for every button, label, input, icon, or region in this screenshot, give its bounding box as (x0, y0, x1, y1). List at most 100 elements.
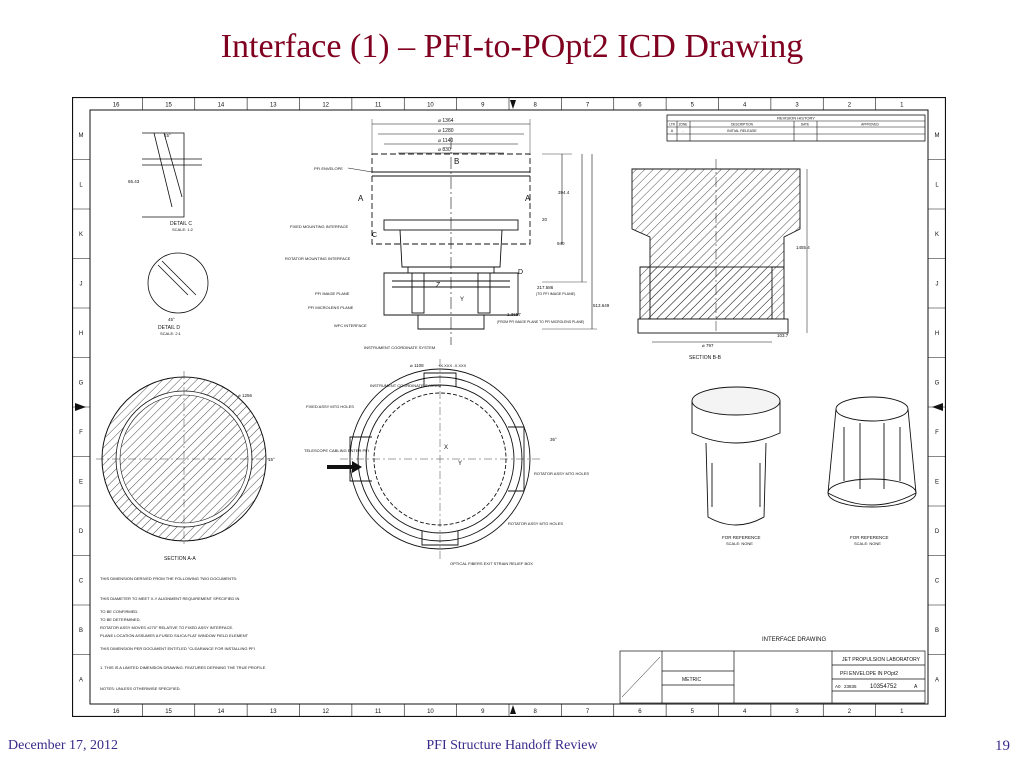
label-rotator-assy-holes-1: ROTATOR ASSY MTG HOLES (534, 471, 589, 476)
rev-header-date: DATE (801, 123, 809, 127)
dim-513: 513.649 (593, 303, 610, 308)
zone-col-top-8: 8 (534, 103, 538, 109)
zone-col-top-9: 9 (481, 103, 485, 109)
section-aa-diameter: ⌀ 1256 (238, 393, 252, 398)
zone-row-left-F: F (79, 430, 83, 436)
label-fixed-assy-holes: FIXED ASSY MTG HOLES (306, 404, 354, 409)
dim-diameter-797: ⌀ 797 (702, 343, 714, 348)
interface-drawing-label: INTERFACE DRAWING (762, 637, 826, 643)
zone-col-bottom-5: 5 (691, 709, 695, 715)
title-block-cage: 23835 (844, 684, 857, 689)
note-2: THIS DIAMETER TO MEET X-Y ALIGNMENT REQU… (100, 596, 239, 601)
reference-scale-1: SCALE: NONE (726, 541, 753, 546)
detail-c-scale: SCALE: 1:2 (172, 227, 194, 232)
zone-col-top-2: 2 (848, 103, 852, 109)
zone-row-left-J: J (80, 281, 83, 287)
title-block-metric: METRIC (682, 677, 702, 683)
center-arrow-bottom (510, 705, 516, 714)
label-wfc-interface: WFC INTERFACE (334, 323, 367, 328)
zone-row-right-J: J (936, 281, 939, 287)
label-pfi-image-plane: PFI IMAGE PLANE (315, 291, 350, 296)
note-7: THIS DIMENSION PER DOCUMENT ENTITLED "CL… (100, 646, 255, 651)
reference-label-1: FOR REFERENCE (722, 535, 761, 540)
dim-1-3657: 1.3657 (507, 312, 521, 317)
dim-diameter-830: ⌀ 830 (438, 147, 451, 153)
zone-row-left-E: E (79, 479, 83, 485)
label-instrument-coordinate-system-1: INSTRUMENT COORDINATE SYSTEM (364, 345, 435, 350)
zone-col-top-15: 15 (165, 103, 172, 109)
dim-tolerance: +X.XXX -X.XXX (438, 363, 467, 368)
zone-col-bottom-15: 15 (165, 709, 172, 715)
rev-header-desc: DESCRIPTION (731, 123, 753, 127)
zone-row-right-M: M (935, 133, 940, 139)
zone-row-right-E: E (935, 479, 939, 485)
zone-col-bottom-11: 11 (375, 709, 382, 715)
detail-marker-c: C (372, 232, 377, 239)
zone-col-top-11: 11 (375, 103, 382, 109)
zone-row-left-B: B (79, 628, 83, 634)
dim-diameter-1108: ⌀ 1108 (410, 363, 424, 368)
zone-row-left-G: G (79, 380, 84, 386)
plan-view (340, 359, 540, 559)
section-marker-a-left: A (358, 194, 364, 203)
note-1: THIS DIMENSION DERIVED FROM THE FOLLOWIN… (100, 576, 237, 581)
axis-z: Z (436, 282, 441, 289)
zone-col-top-3: 3 (795, 103, 799, 109)
zone-row-right-F: F (935, 430, 939, 436)
title-block-lab: JET PROPULSION LABORATORY (842, 657, 921, 663)
revision-history-title: REVISION HISTORY (777, 116, 815, 121)
label-telescope-cabling: TELESCOPE CABLING ENTER PFI (304, 448, 369, 453)
reference-view-2 (827, 396, 917, 508)
zone-col-bottom-2: 2 (848, 709, 852, 715)
elevation-view (371, 119, 597, 345)
dim-103: 103.7 (777, 333, 789, 338)
zone-col-bottom-8: 8 (534, 709, 538, 715)
zone-row-right-A: A (935, 677, 939, 683)
rev-row-zone: - (682, 129, 684, 133)
zone-col-top-14: 14 (218, 103, 225, 109)
dim-diameter-1364: ⌀ 1364 (438, 118, 454, 124)
zone-col-top-10: 10 (427, 103, 434, 109)
title-block-title: PFI ENVELOPE IN POpt2 (840, 671, 898, 677)
label-rotator-mounting-interface: ROTATOR MOUNTING INTERFACE (285, 256, 351, 261)
plan-angle: 36° (550, 437, 557, 442)
section-bb-view (631, 159, 808, 343)
section-marker-a-right: A (525, 194, 531, 203)
detail-d-scale: SCALE: 2:1 (160, 331, 182, 336)
rev-row-desc: INITIAL RELEASE (727, 129, 757, 133)
title-block (619, 650, 926, 704)
dim-1-3657-note: (FROM PFI IMAGE PLANE TO PFI MICROLENS P… (497, 320, 584, 324)
zone-row-right-B: B (935, 628, 939, 634)
zone-col-bottom-16: 16 (113, 709, 120, 715)
rev-header-zone: ZONE (679, 123, 688, 127)
rev-header-approved: APPROVED (861, 123, 879, 127)
revision-history-table: REVISION HISTORY LTR ZONE DESCRIPTION DA… (666, 114, 926, 142)
label-pfi-envelope: PFI ENVELOPE (314, 166, 343, 171)
dim-940: 940 (557, 241, 565, 246)
axis-x: X (444, 445, 448, 451)
dim-394: 394.4 (558, 190, 570, 195)
zone-col-top-4: 4 (743, 103, 747, 109)
note-9: NOTES: UNLESS OTHERWISE SPECIFIED. (100, 686, 181, 691)
zone-col-bottom-7: 7 (586, 709, 590, 715)
note-6: PLANE LOCATION ASSUMES A FUSED SILICA FL… (100, 633, 249, 638)
zone-col-bottom-9: 9 (481, 709, 485, 715)
dim-1455: 1455.4 (796, 245, 810, 250)
detail-c-angle: 15° (164, 133, 171, 138)
slide-title: Interface (1) – PFI-to-POpt2 ICD Drawing (220, 28, 804, 65)
label-pfi-microlens-plane: PFI MICROLENS PLANE (308, 305, 354, 310)
notes-block: THIS DIMENSION DERIVED FROM THE FOLLOWIN… (100, 576, 266, 691)
detail-d-view (147, 252, 209, 314)
telescope-cabling-arrow (327, 461, 362, 473)
label-rotator-assy-holes-2: ROTATOR ASSY MTG HOLES (508, 521, 563, 526)
section-marker-b-top: B (454, 157, 459, 166)
section-aa-view (96, 371, 272, 547)
title-block-rev: A (914, 684, 918, 690)
zone-col-top-13: 13 (270, 103, 277, 109)
zone-col-top-16: 16 (113, 103, 120, 109)
zone-row-left-L: L (79, 182, 83, 188)
title-block-size: A0 (835, 684, 841, 689)
zone-row-left-D: D (79, 529, 84, 535)
